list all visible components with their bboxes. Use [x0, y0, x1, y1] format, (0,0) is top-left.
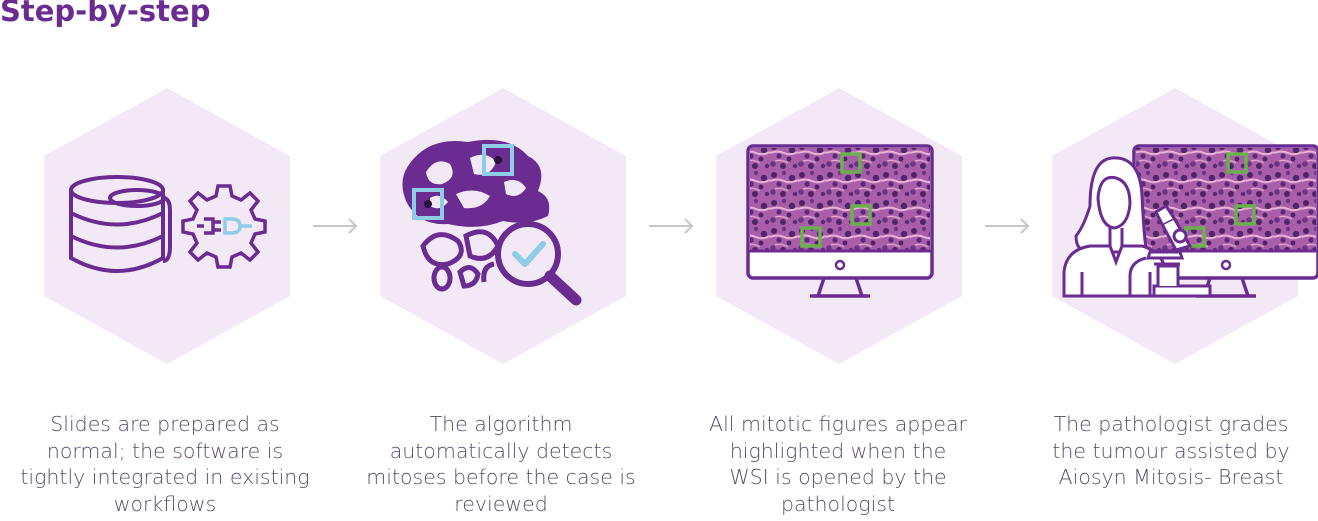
caption-line: normal; the software is — [46, 438, 284, 463]
arrow-1 — [313, 218, 358, 234]
caption-line: pathologist — [780, 491, 896, 516]
caption-line: automatically detects — [389, 438, 613, 463]
hexagon-background — [44, 88, 290, 364]
caption-line: The pathologist grades — [1053, 412, 1289, 436]
caption-line: All mitotic figures appear — [709, 412, 967, 436]
gear-plug-icon — [181, 184, 267, 269]
arrow-3 — [985, 218, 1030, 234]
step-1-caption: Slides are prepared as normal; the softw… — [0, 411, 330, 517]
step-3 — [714, 86, 964, 366]
caption-line: Slides are prepared as — [50, 412, 280, 436]
monitor-slide-icon — [746, 144, 934, 298]
caption-line: workflows — [113, 491, 217, 516]
caption-line: The algorithm — [429, 412, 573, 436]
caption-line: reviewed — [454, 491, 548, 516]
step-2 — [378, 86, 628, 366]
microscope-icon — [1128, 203, 1212, 298]
database-icon — [69, 175, 172, 273]
caption-line: tightly integrated in existing — [20, 465, 310, 489]
detection-box-icon — [412, 144, 514, 220]
caption-line: highlighted when the — [729, 438, 947, 463]
step-4 — [1050, 86, 1318, 366]
step-2-caption: The algorithm automatically detects mito… — [336, 411, 666, 517]
caption-line: Aiosyn Mitosis- Breast — [1058, 465, 1284, 489]
hexagon-background — [380, 88, 626, 364]
page-title: Step-by-step — [0, 0, 211, 28]
magnifier-check-icon — [495, 221, 582, 306]
caption-line: WSI is opened by the — [729, 465, 947, 489]
mitosis-highlight-icon — [800, 152, 872, 248]
step-1 — [42, 86, 292, 366]
arrow-2 — [649, 218, 694, 234]
step-3-caption: All mitotic figures appear highlighted w… — [673, 411, 1003, 517]
caption-line: the tumour assisted by — [1052, 438, 1290, 463]
step-4-caption: The pathologist grades the tumour assist… — [1006, 411, 1318, 491]
caption-line: mitoses before the case is — [366, 465, 636, 489]
